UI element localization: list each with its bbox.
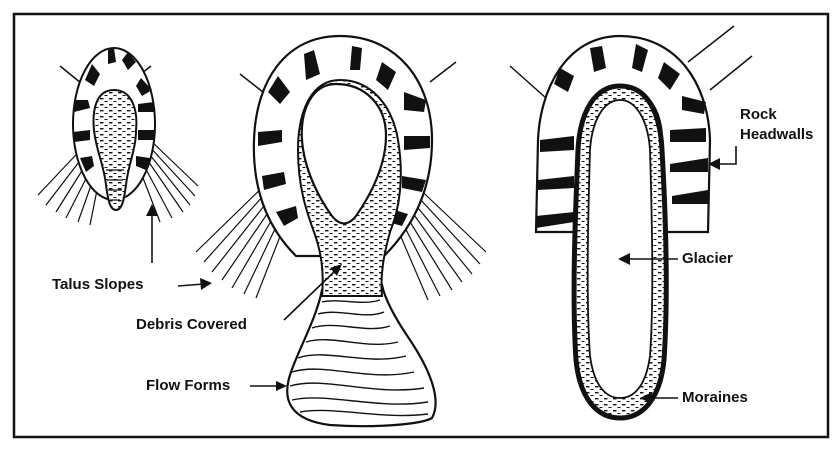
debris-covered-label: Debris Covered	[136, 316, 247, 334]
rock-headwalls-label-line2: Headwalls	[740, 126, 813, 144]
talus-slopes-label: Talus Slopes	[52, 276, 143, 294]
moraines-label: Moraines	[682, 389, 748, 407]
glacier-label: Glacier	[682, 250, 733, 268]
middle-rock-glacier-figure	[196, 36, 486, 426]
talus-arrow-right	[178, 284, 204, 286]
right-ice-core	[588, 100, 653, 398]
rock-headwalls-label-line1: Rock	[740, 106, 777, 124]
right-glacier-figure	[510, 26, 752, 418]
flow-forms-label: Flow Forms	[146, 377, 230, 395]
small-cirque-figure	[38, 48, 198, 225]
